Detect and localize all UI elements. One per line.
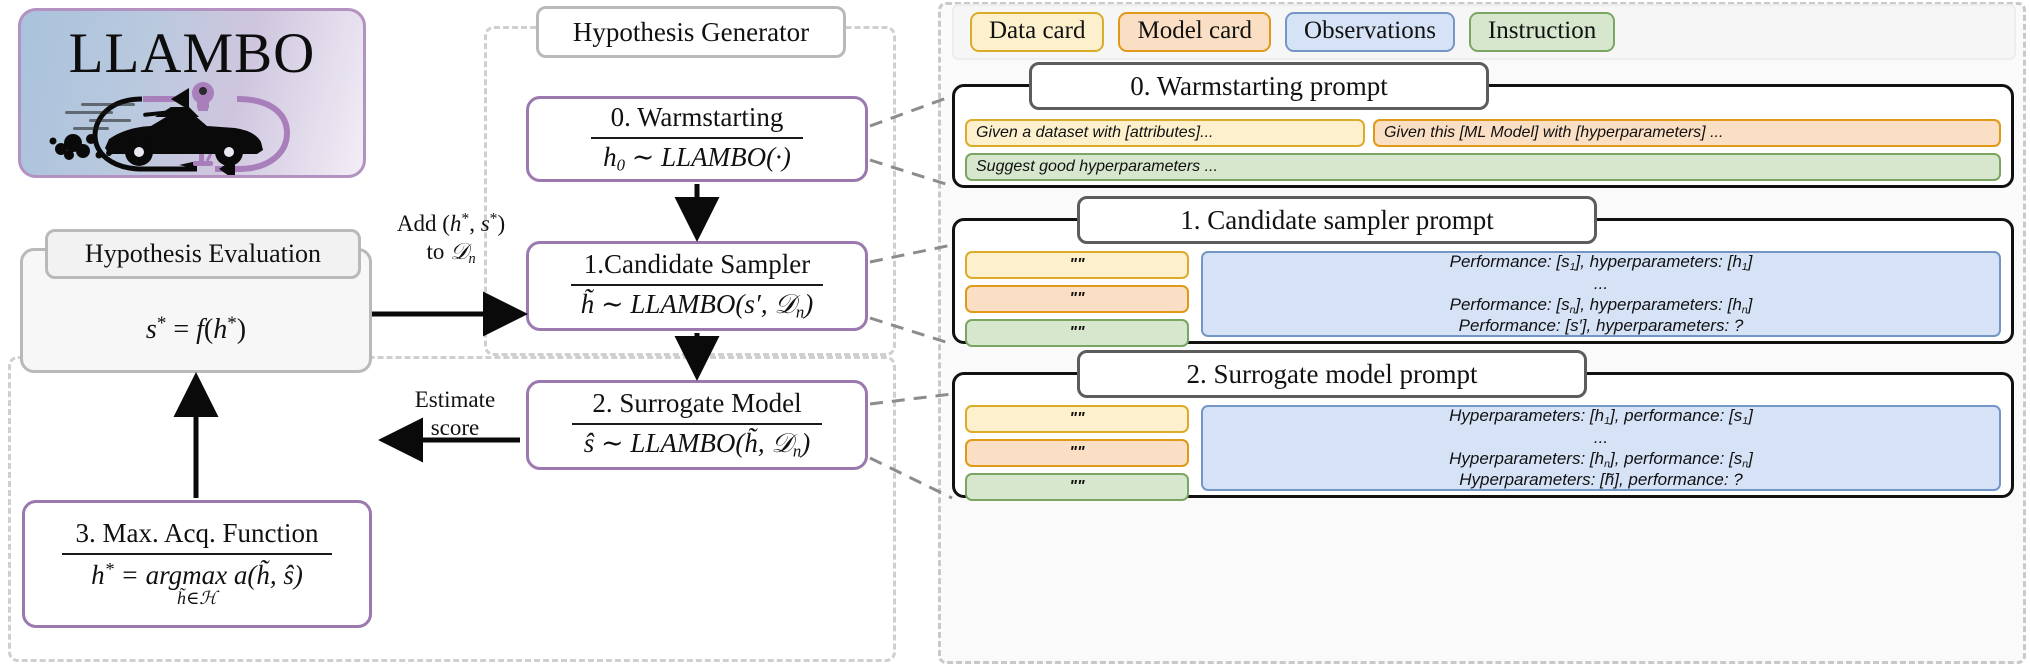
max-acq-equation: h* = argmax a(h̃, ŝ): [91, 558, 303, 590]
legend-chip-instruction: Instruction: [1468, 12, 1616, 52]
candidate-sampler-prompt-panel: 1. Candidate sampler prompt "" "" "" Per…: [952, 196, 2014, 347]
prompt2-instruction: "": [965, 473, 1189, 501]
surrogate-model-box: 2. Surrogate Model ŝ ∼ LLAMBO(h̃, 𝒟n): [526, 380, 868, 470]
surrogate-model-divider: [572, 423, 822, 426]
warmstarting-prompt-title: 0. Warmstarting prompt: [1029, 62, 1489, 110]
add-to-dataset-line-2: to 𝒟n: [426, 238, 476, 267]
prompt0-data-card: Given a dataset with [attributes]...: [965, 119, 1365, 147]
prompt1-obs-line-1: Performance: [s1], hyperparameters: [h1]: [1449, 251, 1753, 273]
legend-chip-observations: Observations: [1285, 12, 1455, 52]
lightbulb-icon: [192, 82, 214, 111]
candidate-sampler-prompt-title: 1. Candidate sampler prompt: [1077, 196, 1597, 244]
warmstarting-equation: h0 ∼ LLAMBO(·): [603, 142, 791, 175]
legend-strip: Data card Model card Observations Instru…: [952, 4, 2016, 60]
prompt2-data-card: "": [965, 405, 1189, 433]
warmstarting-divider: [591, 137, 803, 140]
prompt1-obs-line-4: Performance: [s′], hyperparameters: ?: [1458, 316, 1744, 336]
sports-car-icon: [49, 103, 263, 166]
hypothesis-evaluation-equation: s* = f(h*): [145, 313, 247, 346]
max-acq-title: 3. Max. Acq. Function: [75, 517, 319, 548]
candidate-sampler-divider: [571, 284, 823, 287]
prompt2-obs-line-4: Hyperparameters: [h̃], performance: ?: [1459, 470, 1743, 490]
max-acq-subscript: h̃∈ℋ: [176, 588, 218, 609]
add-to-dataset-line-1: Add (h*, s*): [396, 210, 506, 237]
estimate-score-line-2: score: [430, 414, 480, 440]
prompt0-instruction: Suggest good hyperparameters ...: [965, 153, 2001, 181]
max-acq-divider: [62, 552, 332, 555]
prompt1-instruction: "": [965, 319, 1189, 347]
logo-wordmark: LLAMBO: [68, 22, 316, 85]
prompt2-model-card: "": [965, 439, 1189, 467]
candidate-sampler-title: 1.Candidate Sampler: [583, 248, 811, 279]
prompt2-obs-line-1: Hyperparameters: [h1], performance: [s1]: [1449, 405, 1753, 427]
prompt2-obs-line-3: Hyperparameters: [hn], performance: [sn]: [1449, 448, 1753, 470]
prompt1-data-card: "": [965, 251, 1189, 279]
warmstarting-prompt-panel: 0. Warmstarting prompt Given a dataset w…: [952, 62, 2014, 188]
bayesian-optimization-region: [8, 356, 896, 662]
logo-artwork: [49, 82, 291, 175]
prompt1-obs-line-3: Performance: [sn], hyperparameters: [hn]: [1449, 294, 1753, 316]
prompt2-obs-line-2: ...: [1593, 427, 1609, 447]
candidate-sampler-equation: h̃ ∼ LLAMBO(s′, 𝒟n): [580, 289, 814, 322]
prompt2-observations: Hyperparameters: [h1], performance: [s1]…: [1201, 405, 2001, 491]
prompt1-model-card: "": [965, 285, 1189, 313]
legend-chip-model-card: Model card: [1118, 12, 1272, 52]
llambo-logo-panel: LLAMBO: [18, 8, 366, 178]
surrogate-model-title: 2. Surrogate Model: [592, 387, 802, 418]
prompt0-model-card: Given this [ML Model] with [hyperparamet…: [1373, 119, 2001, 147]
prompt1-observations: Performance: [s1], hyperparameters: [h1]…: [1201, 251, 2001, 337]
prompt1-obs-line-2: ...: [1593, 273, 1609, 293]
legend-chip-data-card: Data card: [970, 12, 1105, 52]
hypothesis-evaluation-panel: Hypothesis Evaluation s* = f(h*): [20, 229, 372, 373]
surrogate-model-prompt-title: 2. Surrogate model prompt: [1077, 350, 1587, 398]
candidate-sampler-box: 1.Candidate Sampler h̃ ∼ LLAMBO(s′, 𝒟n): [526, 241, 868, 331]
max-acq-function-box: 3. Max. Acq. Function h* = argmax a(h̃, …: [22, 500, 372, 628]
warmstarting-box: 0. Warmstarting h0 ∼ LLAMBO(·): [526, 96, 868, 182]
warmstarting-title: 0. Warmstarting: [610, 101, 784, 132]
surrogate-model-prompt-panel: 2. Surrogate model prompt "" "" "" Hyper…: [952, 350, 2014, 501]
surrogate-model-equation: ŝ ∼ LLAMBO(h̃, 𝒟n): [583, 428, 811, 461]
hypothesis-generator-title: Hypothesis Generator: [536, 6, 846, 58]
add-to-dataset-label: Add (h*, s*) to 𝒟n: [378, 210, 524, 268]
estimate-score-label: Estimate score: [394, 386, 516, 441]
estimate-score-line-1: Estimate: [414, 387, 496, 412]
hypothesis-evaluation-header: Hypothesis Evaluation: [45, 229, 361, 279]
